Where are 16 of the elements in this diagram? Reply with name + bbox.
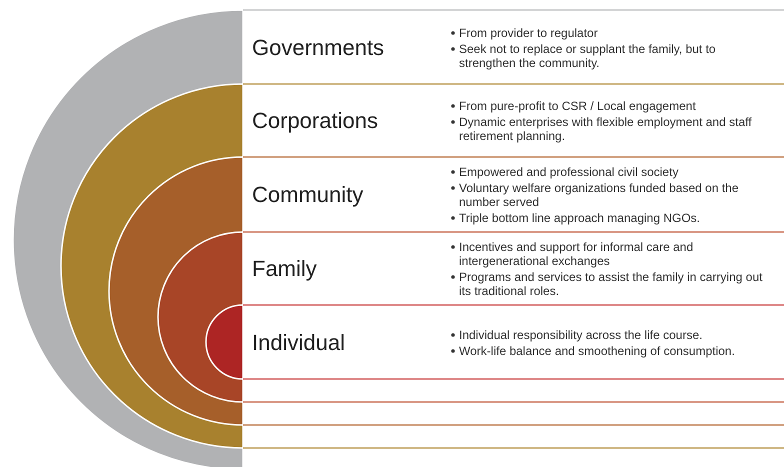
bullet-point: Dynamic enterprises with flexible employment and staff retirement planning. — [459, 115, 753, 143]
layer-heading: Governments — [251, 34, 386, 60]
layer-heading: Family — [251, 256, 318, 282]
bullet-point: From pure-profit to CSR / Local engagement — [459, 99, 696, 113]
bullet-point: From provider to regulator — [459, 26, 598, 40]
bullet-point: Voluntary welfare organizations funded based on the number served — [459, 181, 740, 209]
bullet-point: Triple bottom line approach managing NGOs. — [459, 211, 700, 225]
bullet-point: Programs and services to assist the family in carrying out its traditional roles. — [459, 270, 764, 298]
layer-heading: Corporations — [251, 108, 379, 134]
bullet-point: Incentives and support for informal care and intergenerational exchanges — [459, 240, 694, 268]
bullet-point: Individual responsibility across the life course. — [459, 328, 702, 342]
bullet-point: Empowered and professional civil society — [459, 165, 678, 179]
bullet-point: Seek not to replace or supplant the family, but to strengthen the community. — [459, 42, 717, 70]
bullet-point: Work-life balance and smoothening of consumption. — [459, 344, 735, 358]
layer-heading: Individual — [251, 330, 346, 356]
layer-heading: Community — [251, 182, 364, 208]
